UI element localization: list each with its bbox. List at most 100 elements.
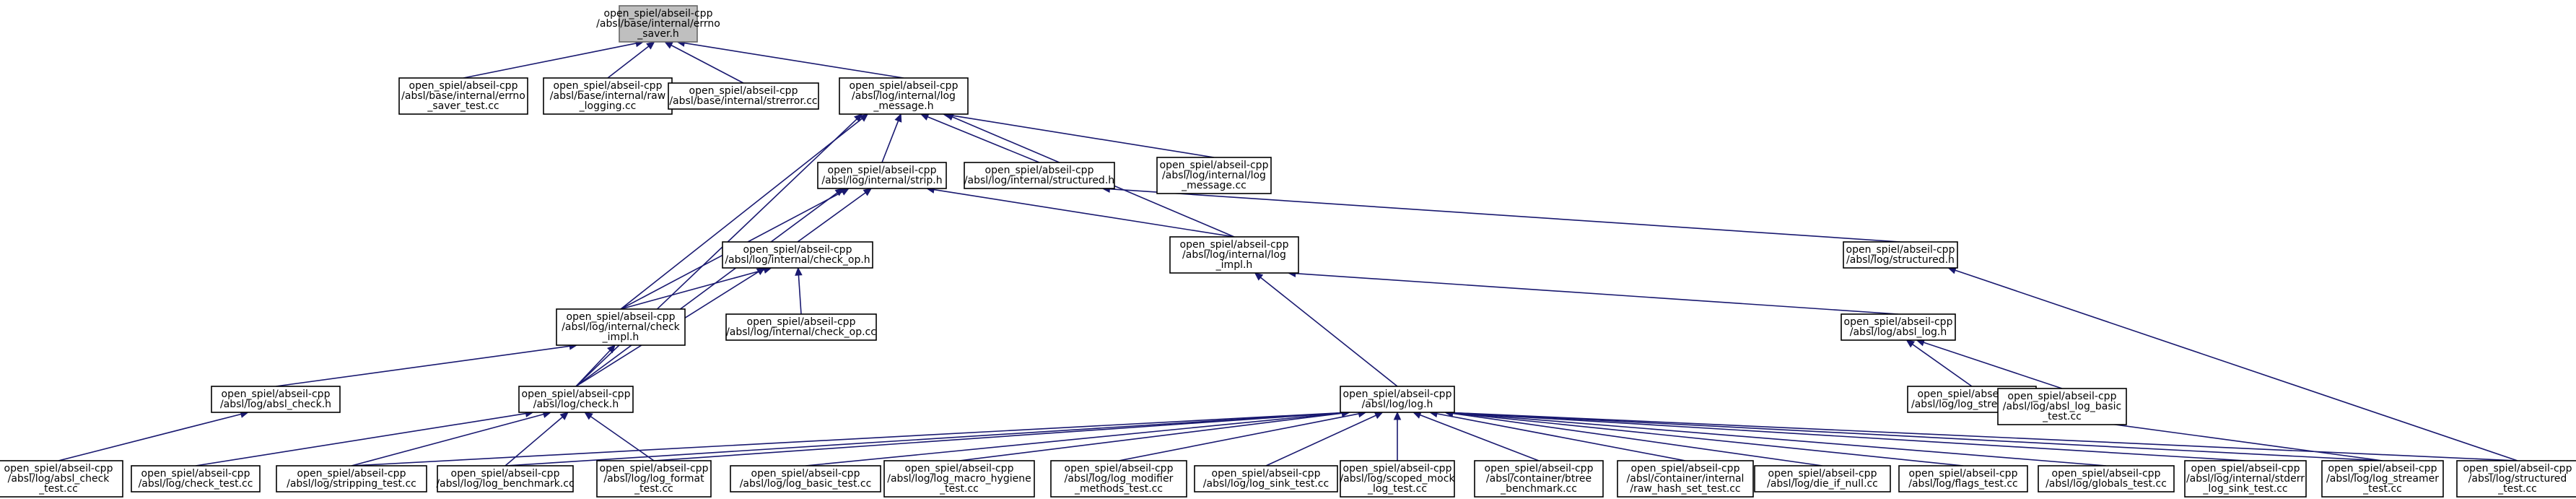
file-node[interactable]: open_spiel/abseil-cpp/absl/log/scoped_mo… [1340, 460, 1455, 498]
file-node[interactable]: open_spiel/abseil-cpp/absl/log/log_bench… [436, 465, 575, 493]
file-node[interactable]: open_spiel/abseil-cpp/absl/log/internal/… [964, 162, 1115, 189]
node-label-line: /absl/log/check.h [533, 399, 619, 410]
node-label-line: open_spiel/abseil-cpp [1844, 316, 1953, 328]
node-label-line: /absl/log/globals_test.cc [2045, 478, 2167, 490]
node-label-line: open_spiel/abseil-cpp [141, 468, 250, 480]
file-node[interactable]: open_spiel/abseil-cpp/absl/log/log_strea… [2321, 460, 2444, 498]
file-node[interactable]: open_spiel/abseil-cpp/absl/log/die_if_nu… [1754, 465, 1891, 493]
include-arrow [1287, 269, 1899, 315]
file-node[interactable]: open_spiel/abseil-cpp/absl/log/check_tes… [131, 465, 261, 493]
node-box [518, 386, 634, 413]
include-arrow [653, 409, 1350, 461]
node-box [839, 77, 969, 115]
file-node[interactable]: open_spiel/abseil-cpp/absl/log/internal/… [2184, 460, 2307, 498]
file-node[interactable]: open_spiel/abseil-cpp/absl/log/internal/… [817, 162, 947, 189]
node-label-line: /absl/log/scoped_mock [1340, 473, 1455, 485]
node-label-line: /absl/base/internal/errno [401, 90, 525, 102]
file-node[interactable]: open_spiel/abseil-cpp/absl/log/internal/… [725, 313, 877, 341]
node-label-line: _log_test.cc [1367, 483, 1427, 495]
include-arrow [620, 266, 772, 310]
file-node[interactable]: open_spiel/abseil-cpp/absl/log/absl_chec… [211, 386, 341, 413]
node-label-line: open_spiel/abseil-cpp [747, 316, 856, 328]
file-node[interactable]: open_spiel/abseil-cpp/absl/log/internal/… [556, 308, 686, 346]
node-label-line: /absl/base/internal/strerror.cc [669, 95, 817, 107]
include-arrow [676, 39, 904, 79]
node-label-line: /absl/log/internal/check_op.h [725, 254, 870, 266]
include-arrow [881, 113, 902, 163]
node-box [668, 82, 819, 110]
file-node[interactable]: open_spiel/abseil-cpp/absl/log/absl_log_… [1997, 388, 2127, 425]
file-node[interactable]: open_spiel/abseil-cpp/absl/log/log_basic… [730, 465, 881, 493]
node-label-line: open_spiel/abseil-cpp [905, 463, 1014, 474]
file-node[interactable]: open_spiel/abseil-cpp/absl/log/flags_tes… [1898, 465, 2028, 493]
focus-file-node[interactable]: open_spiel/abseil-cpp/absl/base/internal… [596, 5, 720, 43]
node-label-line: /absl/log/internal/stderr [2186, 473, 2305, 485]
node-label-line: open_spiel/abseil-cpp [850, 80, 959, 92]
node-label-line: _test.cc [2497, 483, 2537, 495]
node-label-line: /absl/log/absl_log_basic [2003, 401, 2121, 412]
file-node[interactable]: open_spiel/abseil-cpp/absl/log/structure… [1843, 241, 1958, 269]
file-node[interactable]: open_spiel/abseil-cpp/absl/log/absl_log.… [1841, 313, 1956, 341]
node-label-line: open_spiel/abseil-cpp [743, 244, 852, 256]
node-box [619, 5, 698, 43]
node-label-line: open_spiel/abseil-cpp [567, 311, 676, 323]
file-node[interactable]: open_spiel/abseil-cpp/absl/base/internal… [543, 77, 673, 115]
include-arrow [1905, 339, 1973, 387]
file-node[interactable]: open_spiel/abseil-cpp/absl/log/internal/… [1156, 157, 1272, 194]
node-box [398, 77, 528, 115]
node-box [1474, 460, 1604, 498]
node-label-line: open_spiel/abseil-cpp [1065, 463, 1174, 474]
node-box [2184, 460, 2307, 498]
node-label-line: open_spiel/abseil-cpp [2191, 463, 2300, 474]
file-node[interactable]: open_spiel/abseil-cpp/absl/log/globals_t… [2038, 465, 2175, 493]
file-node[interactable]: open_spiel/abseil-cpp/absl/log/check.h [518, 386, 634, 413]
file-node[interactable]: open_spiel/abseil-cpp/absl/log/log_macro… [883, 460, 1035, 498]
node-label-line: /absl/log/log_format [603, 473, 704, 485]
node-label-line: open_spiel/abseil-cpp [1180, 239, 1289, 251]
node-box [964, 162, 1115, 189]
file-node[interactable]: open_spiel/abseil-cpp/absl/log/absl_chec… [0, 460, 123, 498]
file-node[interactable]: open_spiel/abseil-cpp/absl/log/log.h [1340, 386, 1455, 413]
file-node[interactable]: open_spiel/abseil-cpp/absl/log/log_forma… [596, 460, 712, 498]
include-arrow [797, 188, 873, 243]
node-box [817, 162, 947, 189]
file-node[interactable]: open_spiel/abseil-cpp/absl/log/structure… [2456, 460, 2576, 498]
node-label-line: /absl/base/internal/errno [596, 18, 720, 30]
include-arrow [1412, 411, 1540, 461]
node-label-line: open_spiel/abseil-cpp [522, 389, 631, 400]
node-box [1617, 460, 1754, 498]
node-label-line: /absl/log/die_if_null.cc [1767, 478, 1878, 490]
file-node[interactable]: open_spiel/abseil-cpp/absl/log/internal/… [1169, 236, 1299, 274]
node-label-line: /absl/log/log_modifier [1065, 473, 1174, 485]
file-node[interactable]: open_spiel/abseil-cpp/absl/container/btr… [1474, 460, 1604, 498]
node-label-line: /absl/log/internal/structured.h [964, 175, 1114, 186]
node-box [725, 313, 877, 341]
file-node[interactable]: open_spiel/abseil-cpp/absl/base/internal… [668, 82, 819, 110]
node-label-line: open_spiel/abseil-cpp [985, 165, 1094, 176]
node-label-line: /absl/log/log_streamer [2326, 473, 2439, 485]
node-label-line: /absl/container/internal [1627, 473, 1745, 485]
node-box [1841, 313, 1956, 341]
file-node[interactable]: open_spiel/abseil-cpp/absl/log/log_modif… [1050, 460, 1187, 498]
node-box [437, 465, 574, 493]
node-label-line: open_spiel/abseil-cpp [1909, 468, 2018, 480]
file-node[interactable]: open_spiel/abseil-cpp/absl/log/internal/… [839, 77, 969, 115]
node-label-line: open_spiel/abseil-cpp [451, 468, 560, 480]
include-arrow [1444, 409, 2383, 461]
file-node[interactable]: open_spiel/abseil-cpp/absl/log/stripping… [276, 465, 427, 493]
node-box [1997, 388, 2127, 425]
include-arrow [575, 188, 844, 387]
file-node[interactable]: open_spiel/abseil-cpp/absl/log/log_sink_… [1194, 465, 1338, 493]
include-arrow [1393, 411, 1402, 461]
include-arrow [505, 412, 569, 467]
node-label-line: _impl.h [1215, 259, 1253, 271]
file-node[interactable]: open_spiel/abseil-cpp/absl/base/internal… [398, 77, 528, 115]
file-node[interactable]: open_spiel/abseil-cpp/absl/log/internal/… [722, 241, 873, 269]
file-node[interactable]: open_spiel/abseil-cpp/absl/container/int… [1617, 460, 1754, 498]
node-label-line: /absl/log/flags_test.cc [1908, 478, 2017, 490]
node-label-line: /absl/log/log_benchmark.cc [436, 478, 574, 490]
include-arrow [664, 41, 744, 84]
node-label-line: open_spiel/abseil-cpp [1631, 463, 1740, 474]
node-label-line: /absl/log/internal/log [1182, 249, 1286, 261]
